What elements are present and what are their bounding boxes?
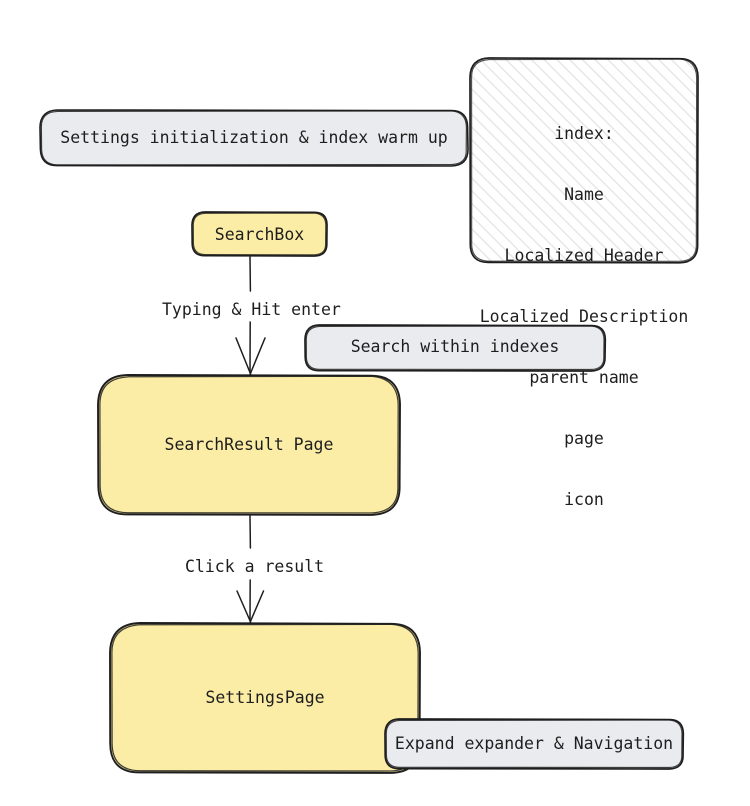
- node-searchbox[interactable]: [191, 211, 328, 257]
- edge-label-typing-hit-enter: Typing & Hit enter: [158, 300, 345, 320]
- node-searchresult-page[interactable]: [97, 374, 401, 516]
- edge-click-a-result: [236, 515, 265, 623]
- node-search-within-indexes[interactable]: [304, 324, 607, 372]
- node-settingspage[interactable]: [109, 622, 421, 774]
- node-settings-initialization[interactable]: [39, 109, 469, 167]
- node-expand-expander-navigation[interactable]: [384, 718, 685, 770]
- edge-typing-hit-enter: [235, 256, 266, 375]
- edge-label-click-a-result: Click a result: [181, 557, 329, 577]
- node-index-schema[interactable]: [469, 57, 699, 264]
